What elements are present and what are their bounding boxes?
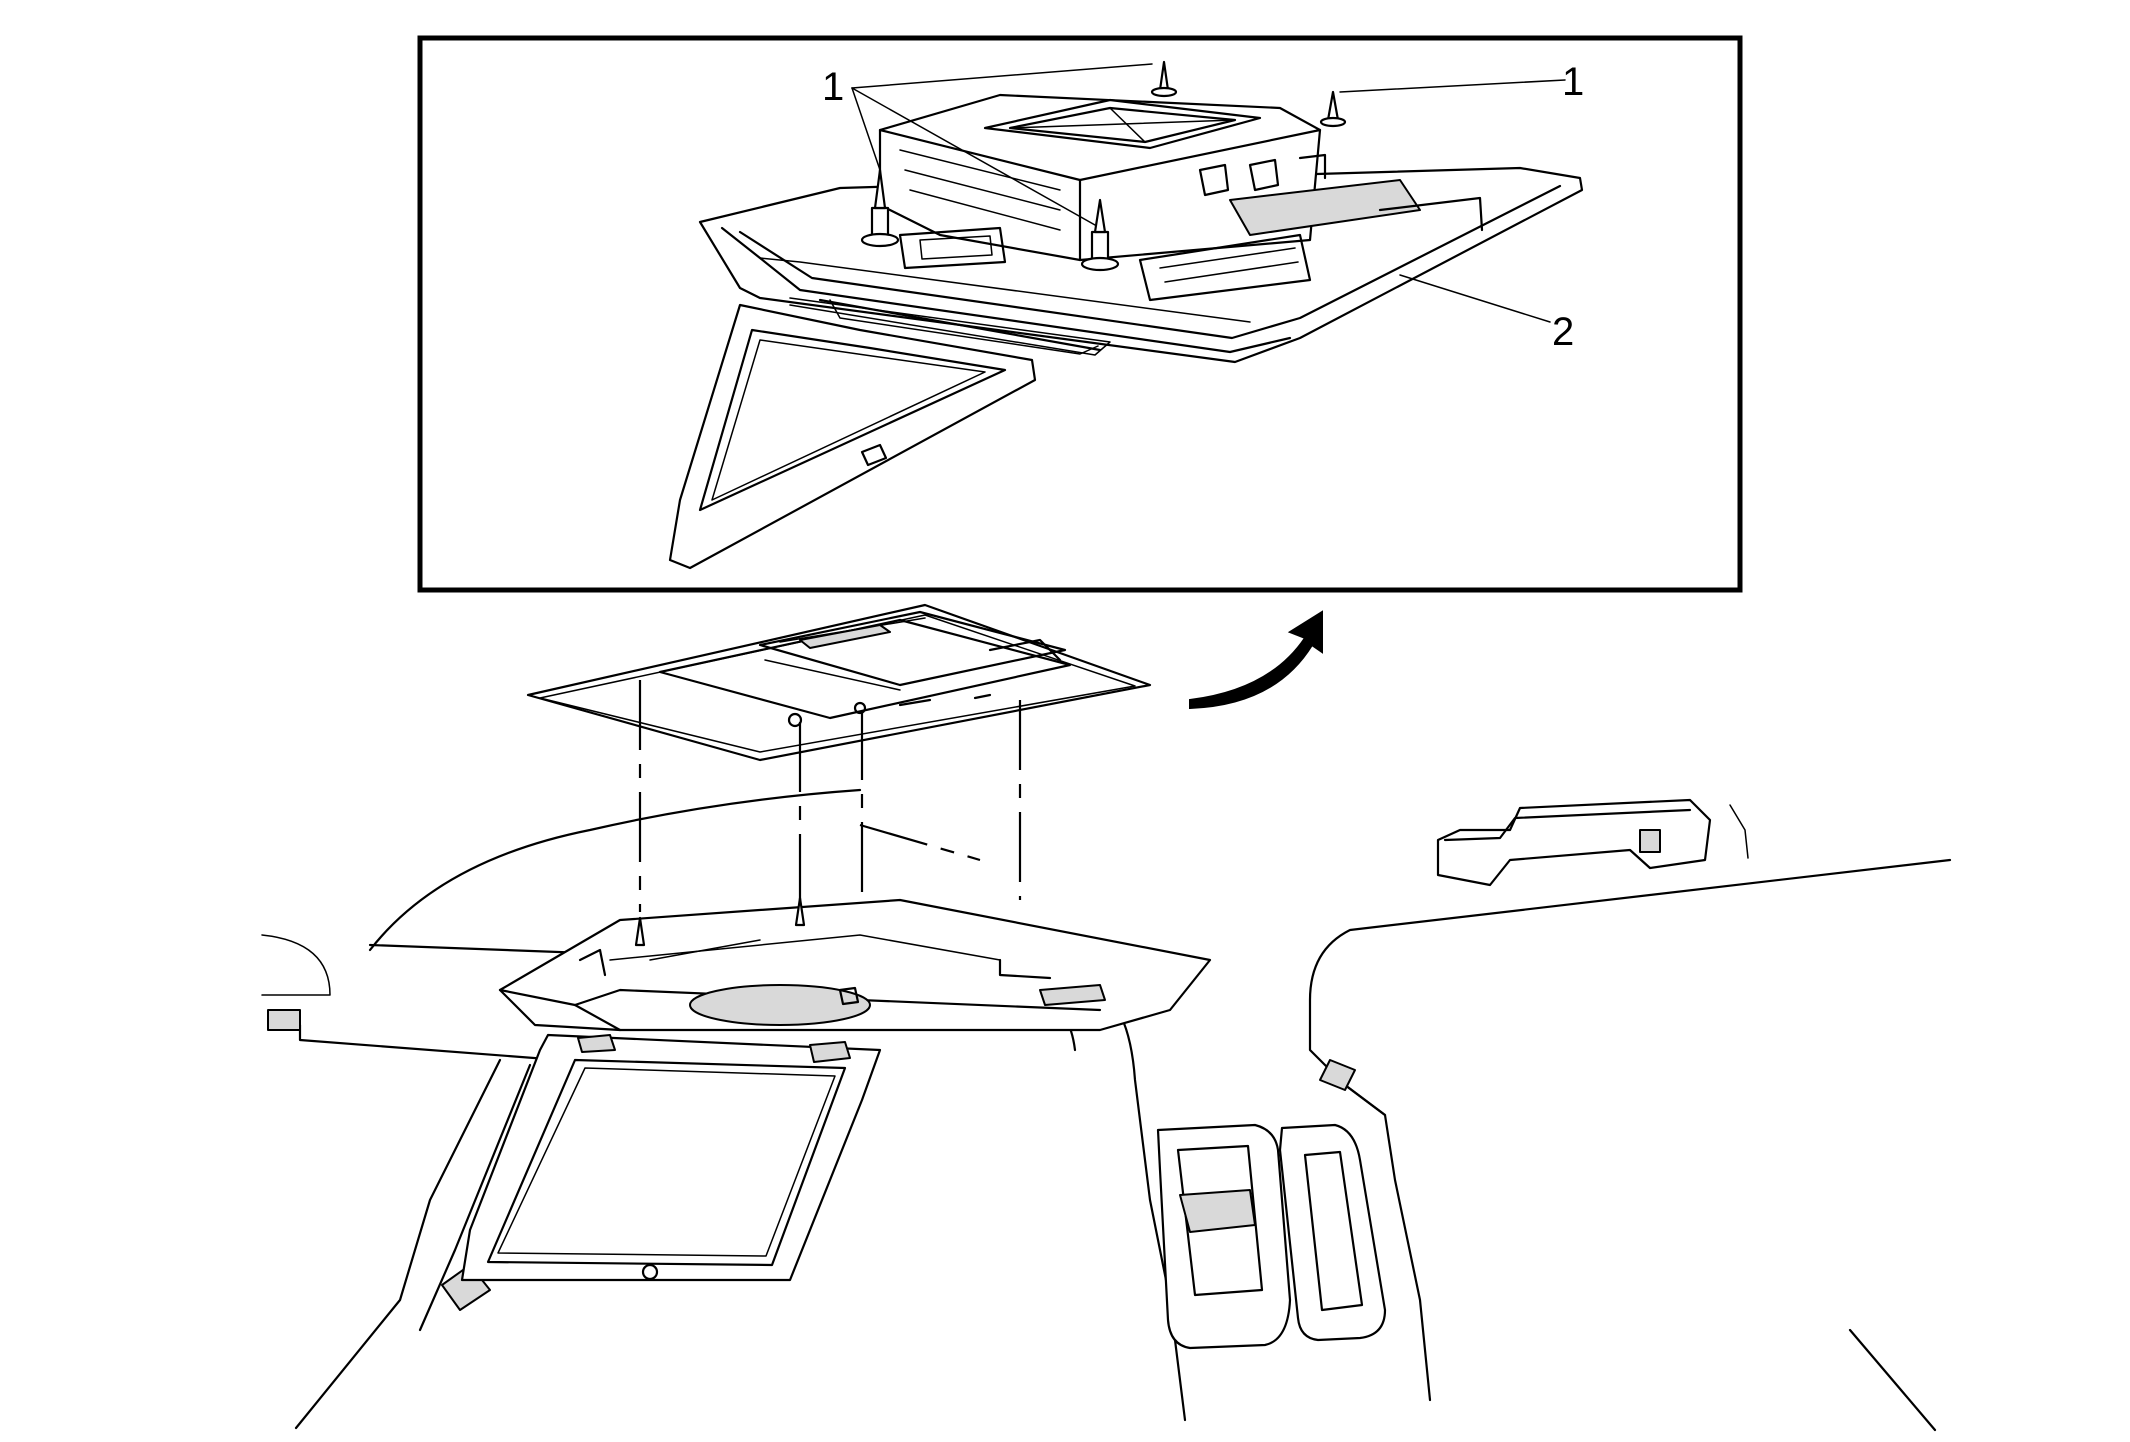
stud-center <box>1080 198 1120 272</box>
inset-leader-lines <box>851 63 1566 323</box>
vehicle-interior <box>261 788 1952 1432</box>
alignment-lines <box>638 680 1022 912</box>
side-trim-pockets <box>1156 1123 1387 1350</box>
right-door-frame <box>1308 858 1952 1402</box>
grab-handle <box>1436 798 1749 887</box>
inset-mounting-studs <box>860 60 1347 272</box>
callout-1-right: 1 <box>1562 60 1584 104</box>
detail-inset: 1 1 2 <box>417 35 1743 593</box>
inset-display-screen <box>668 303 1037 570</box>
stud-right <box>1319 90 1347 128</box>
callout-1-left: 1 <box>822 65 844 109</box>
overhead-console-installed <box>498 896 1212 1032</box>
headliner-panel <box>526 603 1152 762</box>
drop-down-display <box>460 1033 882 1282</box>
callout-2: 2 <box>1552 310 1574 354</box>
stud-top <box>1150 60 1178 98</box>
left-pillar <box>294 1058 502 1430</box>
inset-module-housing <box>878 93 1327 262</box>
curved-arrow <box>1189 610 1323 710</box>
roof-headliner <box>368 788 862 952</box>
stud-left <box>860 168 900 248</box>
inset-electronics <box>898 179 1484 302</box>
